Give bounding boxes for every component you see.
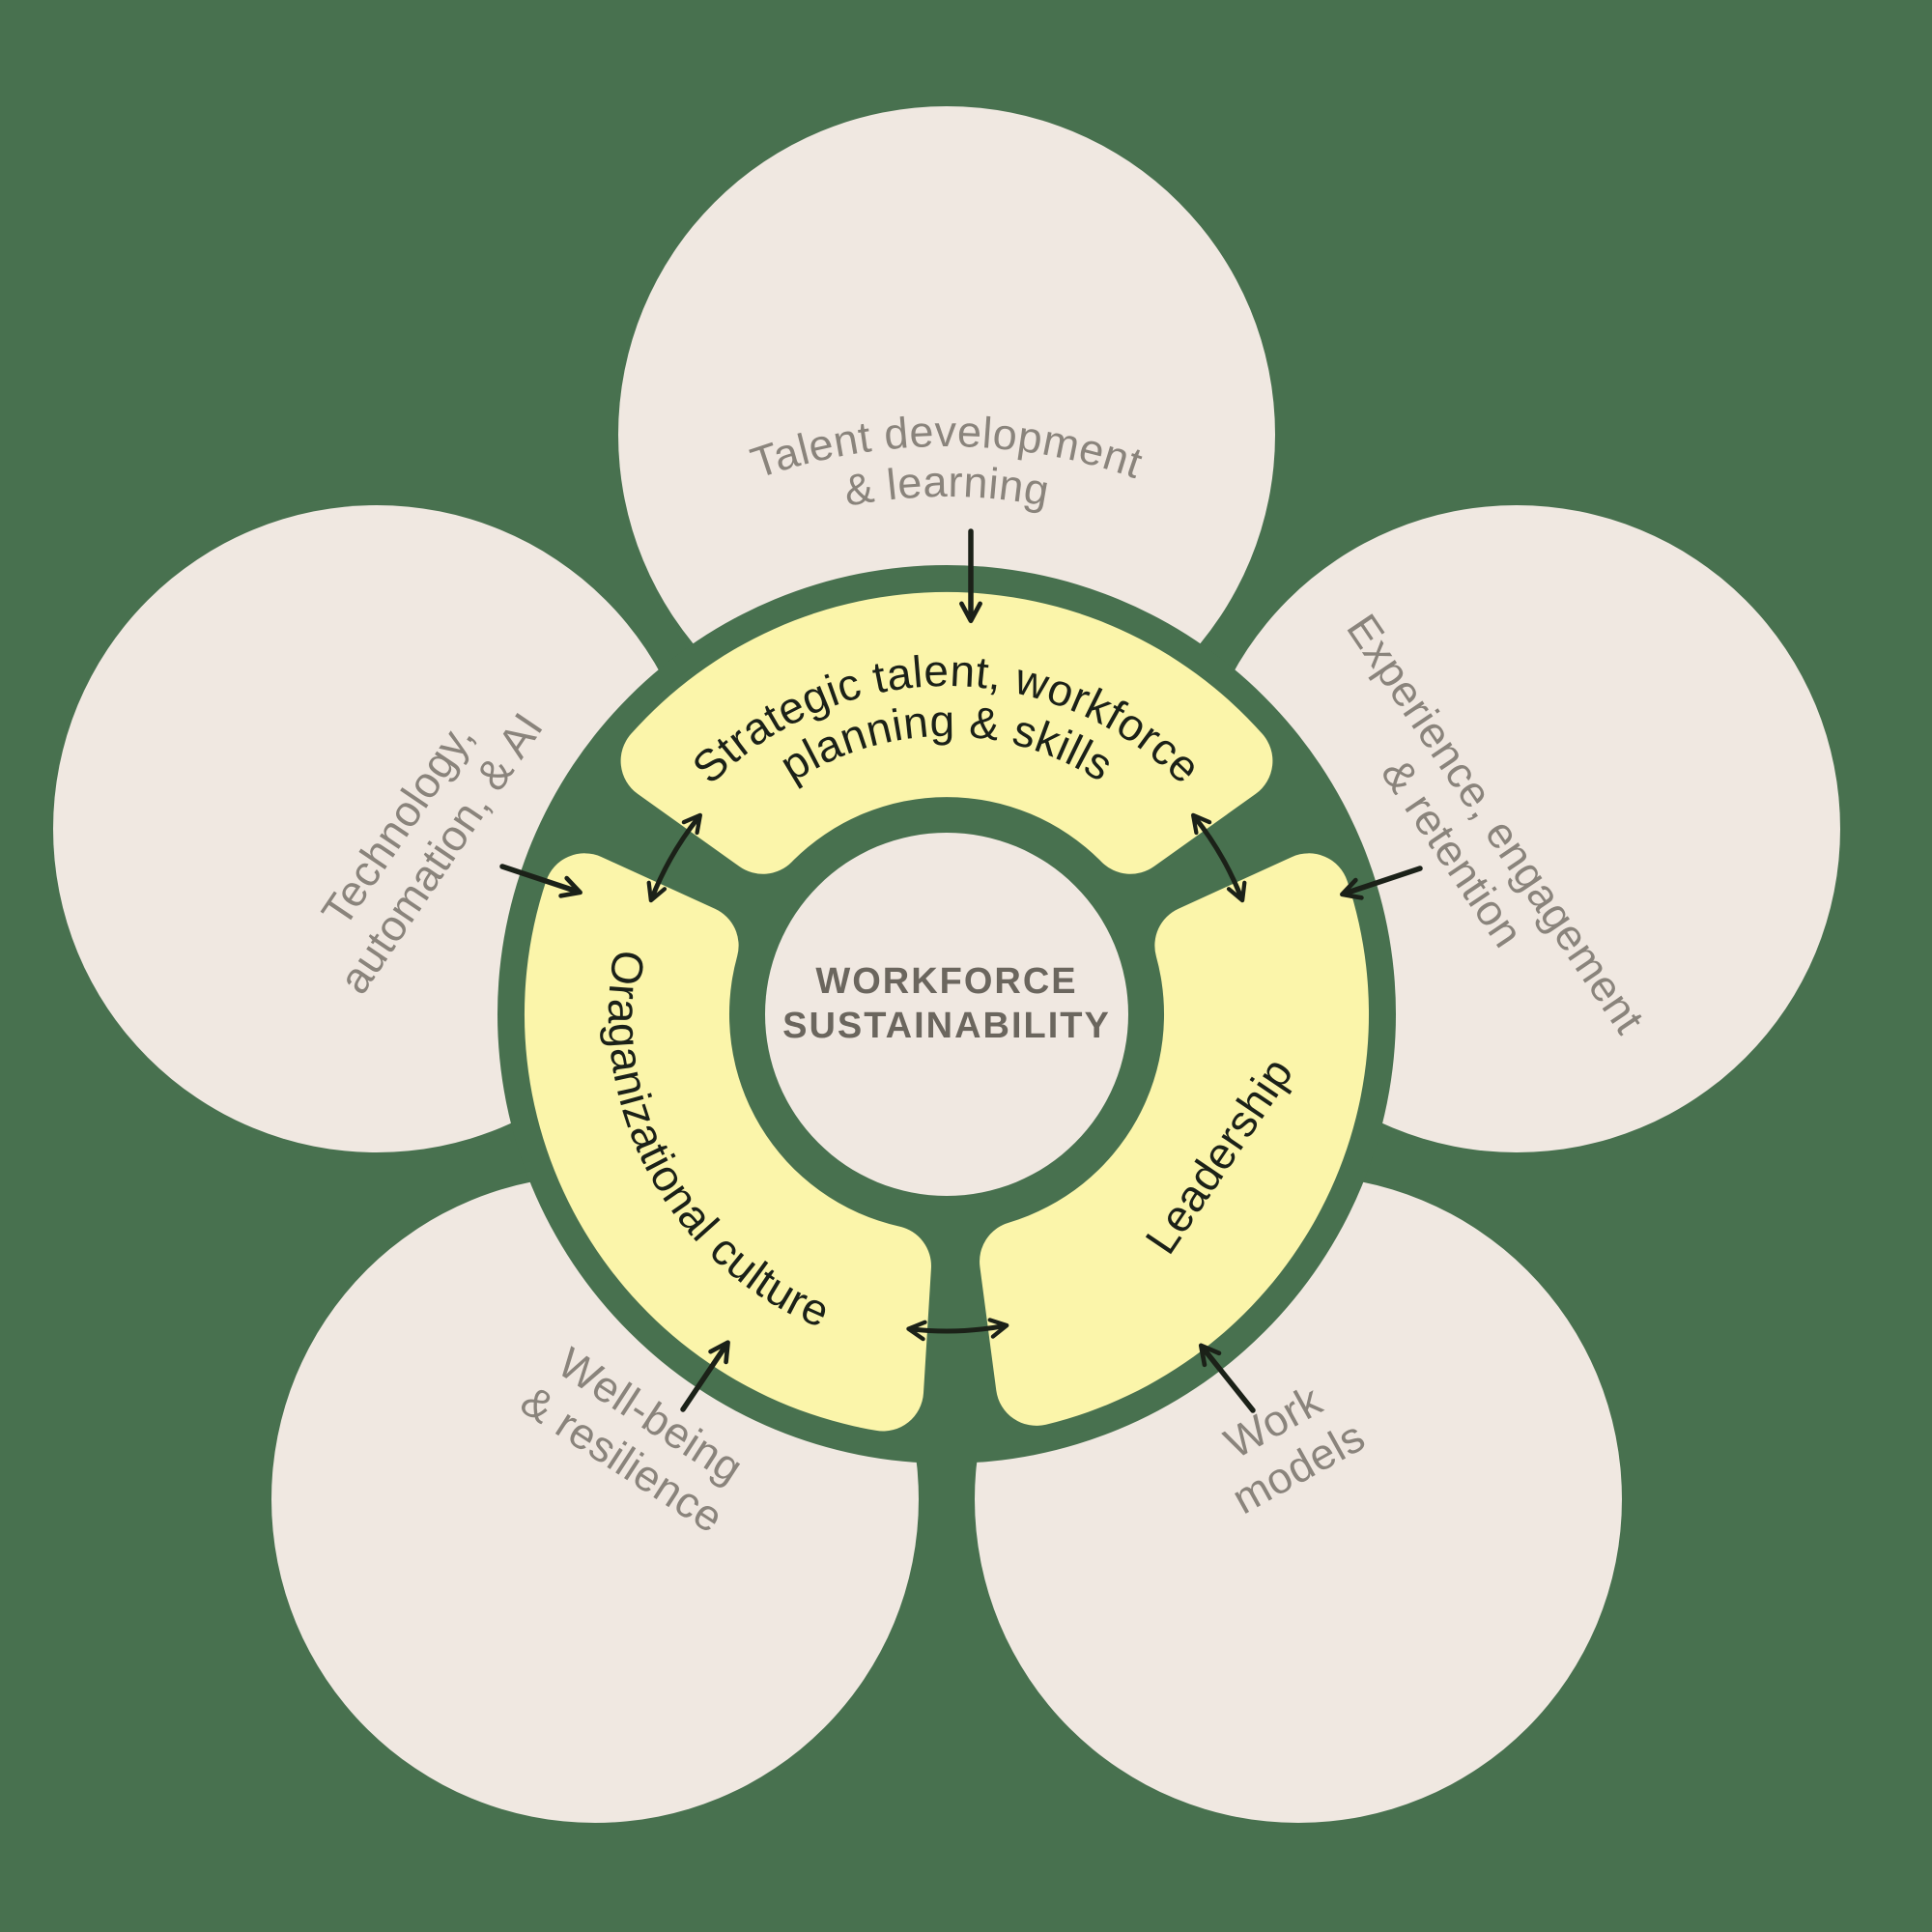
- segment-leadership: [980, 853, 1370, 1426]
- center-label: WORKFORCE SUSTAINABILITY: [782, 961, 1111, 1046]
- curved-arrow-top-left-icon: [646, 812, 702, 903]
- arrows: [499, 528, 1423, 1413]
- center-label-line1: WORKFORCE: [815, 961, 1077, 1002]
- petal-label-talent-line2: & learning: [840, 457, 1053, 516]
- center-label-line2: SUSTAINABILITY: [782, 1006, 1111, 1046]
- curved-arrow-bottom-icon: [906, 1318, 1009, 1342]
- arrow-technology-icon: [499, 864, 582, 898]
- segment-strategic-talent: [620, 591, 1273, 874]
- curved-arrow-top-right-icon: [1191, 812, 1247, 903]
- arrow-work-models-icon: [1198, 1343, 1256, 1413]
- arrow-wellbeing-icon: [680, 1340, 730, 1412]
- ring-segments: [524, 591, 1370, 1432]
- arrow-experience-icon: [1340, 866, 1423, 900]
- segment-organizational-culture: [524, 853, 931, 1432]
- center-circle: [765, 833, 1128, 1196]
